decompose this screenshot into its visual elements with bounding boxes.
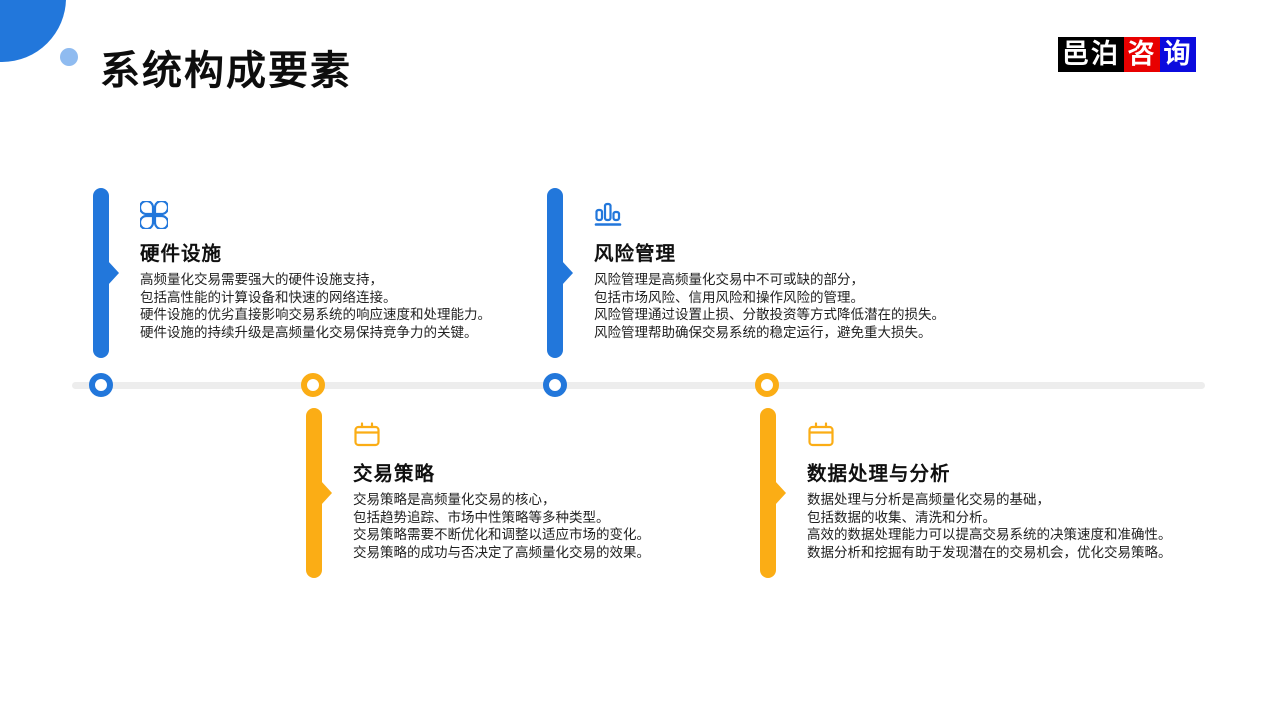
section-trading-strategy: 交易策略 交易策略是高频量化交易的核心， 包括趋势追踪、市场中性策略等多种类型。… [306, 408, 806, 598]
calendar-icon [353, 421, 381, 449]
section-data-analysis: 数据处理与分析 数据处理与分析是高频量化交易的基础， 包括数据的收集、清洗和分析… [760, 408, 1260, 598]
section-title: 交易策略 [353, 463, 436, 485]
brand-logo: 邑泊 咨 询 [1058, 37, 1196, 72]
section-risk-management: 风险管理 风险管理是高频量化交易中不可或缺的部分， 包括市场风险、信用风险和操作… [547, 188, 1047, 378]
section-marker-bar [306, 408, 322, 578]
section-body: 高频量化交易需要强大的硬件设施支持， 包括高性能的计算设备和快速的网络连接。 硬… [140, 272, 491, 340]
section-body: 风险管理是高频量化交易中不可或缺的部分， 包括市场风险、信用风险和操作风险的管理… [594, 272, 945, 340]
section-body: 数据处理与分析是高频量化交易的基础， 包括数据的收集、清洗和分析。 高效的数据处… [807, 492, 1172, 560]
section-body: 交易策略是高频量化交易的核心， 包括趋势追踪、市场中性策略等多种类型。 交易策略… [353, 492, 650, 560]
page-title: 系统构成要素 [100, 48, 352, 93]
corner-decoration-circle [0, 0, 66, 62]
timeline-node-4 [755, 373, 779, 397]
logo-segment-red: 咨 [1124, 37, 1160, 72]
timeline-node-1 [89, 373, 113, 397]
calendar-icon [807, 421, 835, 449]
logo-segment-black: 邑泊 [1058, 37, 1124, 72]
corner-decoration-dot [60, 48, 78, 66]
section-marker-bar [547, 188, 563, 358]
clover-icon [140, 201, 168, 229]
section-marker-bar [760, 408, 776, 578]
timeline-node-2 [301, 373, 325, 397]
timeline-node-3 [543, 373, 567, 397]
logo-segment-blue: 询 [1160, 37, 1196, 72]
section-title: 风险管理 [594, 243, 677, 265]
section-hardware: 硬件设施 高频量化交易需要强大的硬件设施支持， 包括高性能的计算设备和快速的网络… [93, 188, 593, 378]
section-content: 硬件设施 高频量化交易需要强大的硬件设施支持， 包括高性能的计算设备和快速的网络… [140, 188, 610, 341]
section-content: 数据处理与分析 数据处理与分析是高频量化交易的基础， 包括数据的收集、清洗和分析… [807, 408, 1277, 561]
section-title: 硬件设施 [140, 243, 223, 265]
bar-chart-icon [594, 201, 622, 229]
timeline-line [72, 382, 1205, 389]
section-content: 风险管理 风险管理是高频量化交易中不可或缺的部分， 包括市场风险、信用风险和操作… [594, 188, 1064, 341]
section-marker-bar [93, 188, 109, 358]
section-content: 交易策略 交易策略是高频量化交易的核心， 包括趋势追踪、市场中性策略等多种类型。… [353, 408, 823, 561]
section-title: 数据处理与分析 [807, 463, 951, 485]
